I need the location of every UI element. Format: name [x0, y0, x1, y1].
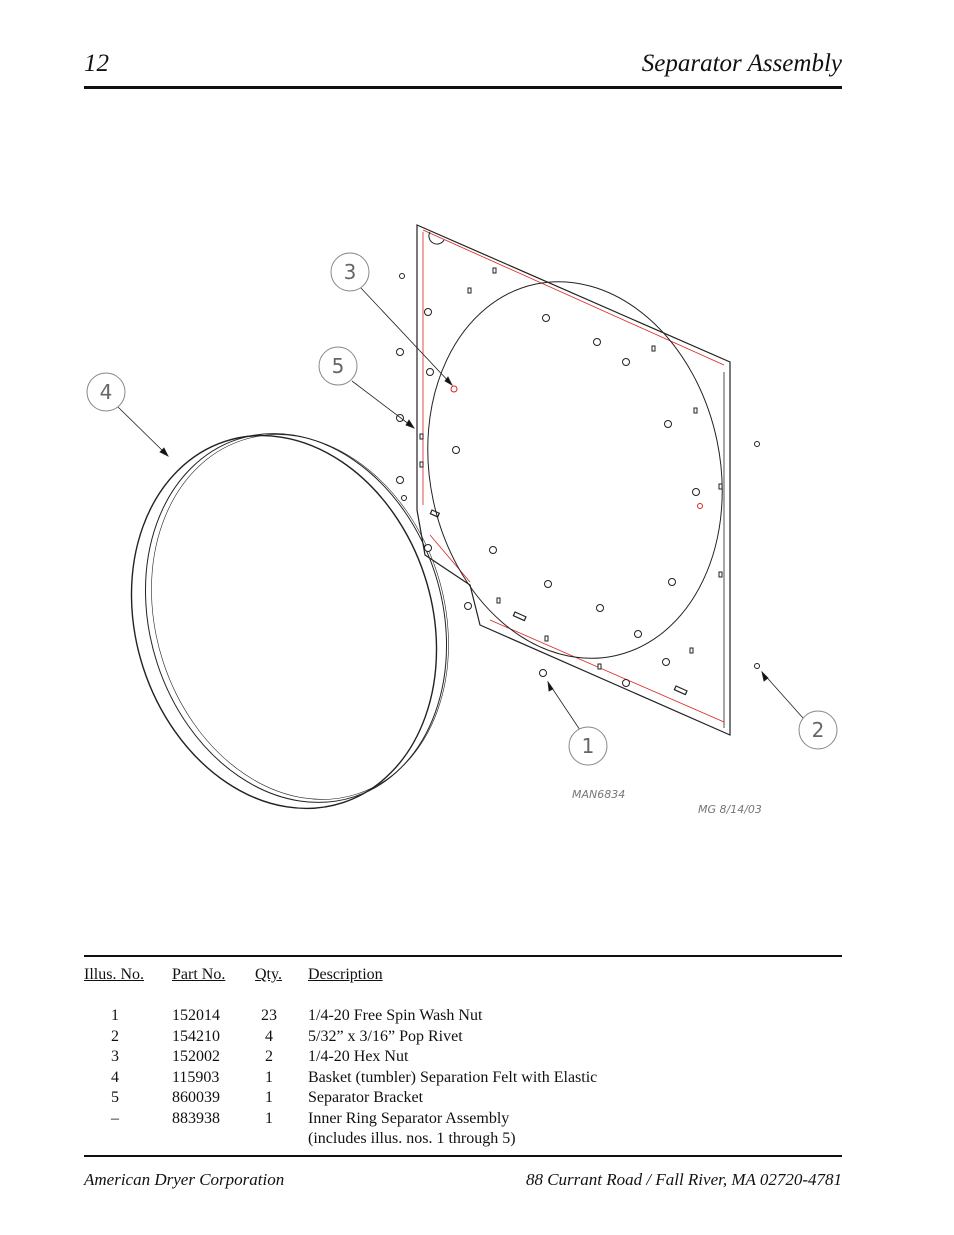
cell-illus: 3 [111, 1048, 119, 1065]
svg-text:4: 4 [100, 380, 113, 404]
cell-part: 115903 [172, 1068, 220, 1086]
page-number: 12 [84, 50, 109, 77]
page-title: Separator Assembly [641, 50, 842, 77]
cell-part: 154210 [172, 1027, 220, 1045]
header-part-no: Part No. [172, 966, 226, 983]
header-illus-no: Illus. No. [84, 966, 144, 983]
table-row: 2 154210 4 5/32” x 3/16” Pop Rivet [84, 1028, 842, 1049]
cell-part: 152014 [172, 1007, 220, 1024]
parts-table: Illus. No. Part No. Qty. Description 1 1… [84, 955, 842, 1157]
cell-desc: Inner Ring Separator Assembly [308, 1109, 510, 1127]
fasteners [396, 267, 760, 687]
table-row: (includes illus. nos. 1 through 5) [84, 1130, 842, 1151]
header-qty: Qty. [255, 966, 282, 983]
separator-plate [416, 224, 731, 736]
cell-qty: 4 [265, 1027, 273, 1045]
callout-1: 1 [568, 726, 608, 766]
table-row: – 883938 1 Inner Ring Separator Assembly [84, 1110, 842, 1131]
cell-illus: 1 [111, 1007, 119, 1024]
page-header: 12 Separator Assembly [84, 50, 842, 89]
table-row: 3 152002 2 1/4-20 Hex Nut [84, 1048, 842, 1069]
table-row: 4 115903 1 Basket (tumbler) Separation F… [84, 1069, 842, 1090]
svg-text:5: 5 [332, 354, 345, 378]
cell-desc: 1/4-20 Hex Nut [308, 1048, 409, 1065]
cell-qty: 2 [265, 1048, 273, 1065]
cell-part: 152002 [172, 1048, 220, 1065]
separator-assembly-drawing: 3 5 4 1 2 MAN6834 MG 8/14/03 [86, 224, 838, 816]
cell-illus: 5 [111, 1089, 119, 1106]
callout-5: 5 [318, 346, 358, 386]
callout-3: 3 [330, 252, 370, 292]
cell-qty: 1 [265, 1089, 273, 1106]
cell-desc: Basket (tumbler) Separation Felt with El… [308, 1068, 598, 1086]
callout-2: 2 [798, 710, 838, 750]
drawing-number: MAN6834 [572, 788, 625, 801]
cell-part: 860039 [172, 1089, 220, 1106]
cell-qty: 1 [265, 1068, 273, 1086]
table-row: 1 152014 23 1/4-20 Free Spin Wash Nut [84, 1007, 842, 1028]
drawing-signature: MG 8/14/03 [698, 803, 762, 816]
footer-company: American Dryer Corporation [84, 1170, 285, 1189]
cell-desc: Separator Bracket [308, 1089, 424, 1106]
cell-desc: 1/4-20 Free Spin Wash Nut [308, 1007, 483, 1024]
cell-desc: 5/32” x 3/16” Pop Rivet [308, 1027, 463, 1045]
page-footer: American Dryer Corporation 88 Currant Ro… [84, 1170, 842, 1194]
cell-illus: 2 [111, 1027, 119, 1045]
parts-rows: 1 152014 23 1/4-20 Free Spin Wash Nut 2 … [84, 1007, 842, 1151]
callout-4: 4 [86, 372, 126, 412]
footer-address: 88 Currant Road / Fall River, MA 02720-4… [525, 1170, 842, 1189]
cell-part: 883938 [172, 1109, 220, 1127]
cell-qty: 1 [265, 1109, 273, 1127]
cell-desc: (includes illus. nos. 1 through 5) [308, 1130, 516, 1147]
table-row: 5 860039 1 Separator Bracket [84, 1089, 842, 1110]
cell-illus: – [111, 1109, 119, 1127]
svg-text:1: 1 [582, 734, 595, 758]
cell-illus: 4 [111, 1068, 119, 1086]
leader-lines [117, 286, 804, 731]
svg-text:3: 3 [344, 260, 357, 284]
svg-text:2: 2 [812, 718, 825, 742]
felt-ring [130, 433, 449, 810]
header-description: Description [308, 966, 383, 983]
cell-qty: 23 [261, 1007, 277, 1024]
